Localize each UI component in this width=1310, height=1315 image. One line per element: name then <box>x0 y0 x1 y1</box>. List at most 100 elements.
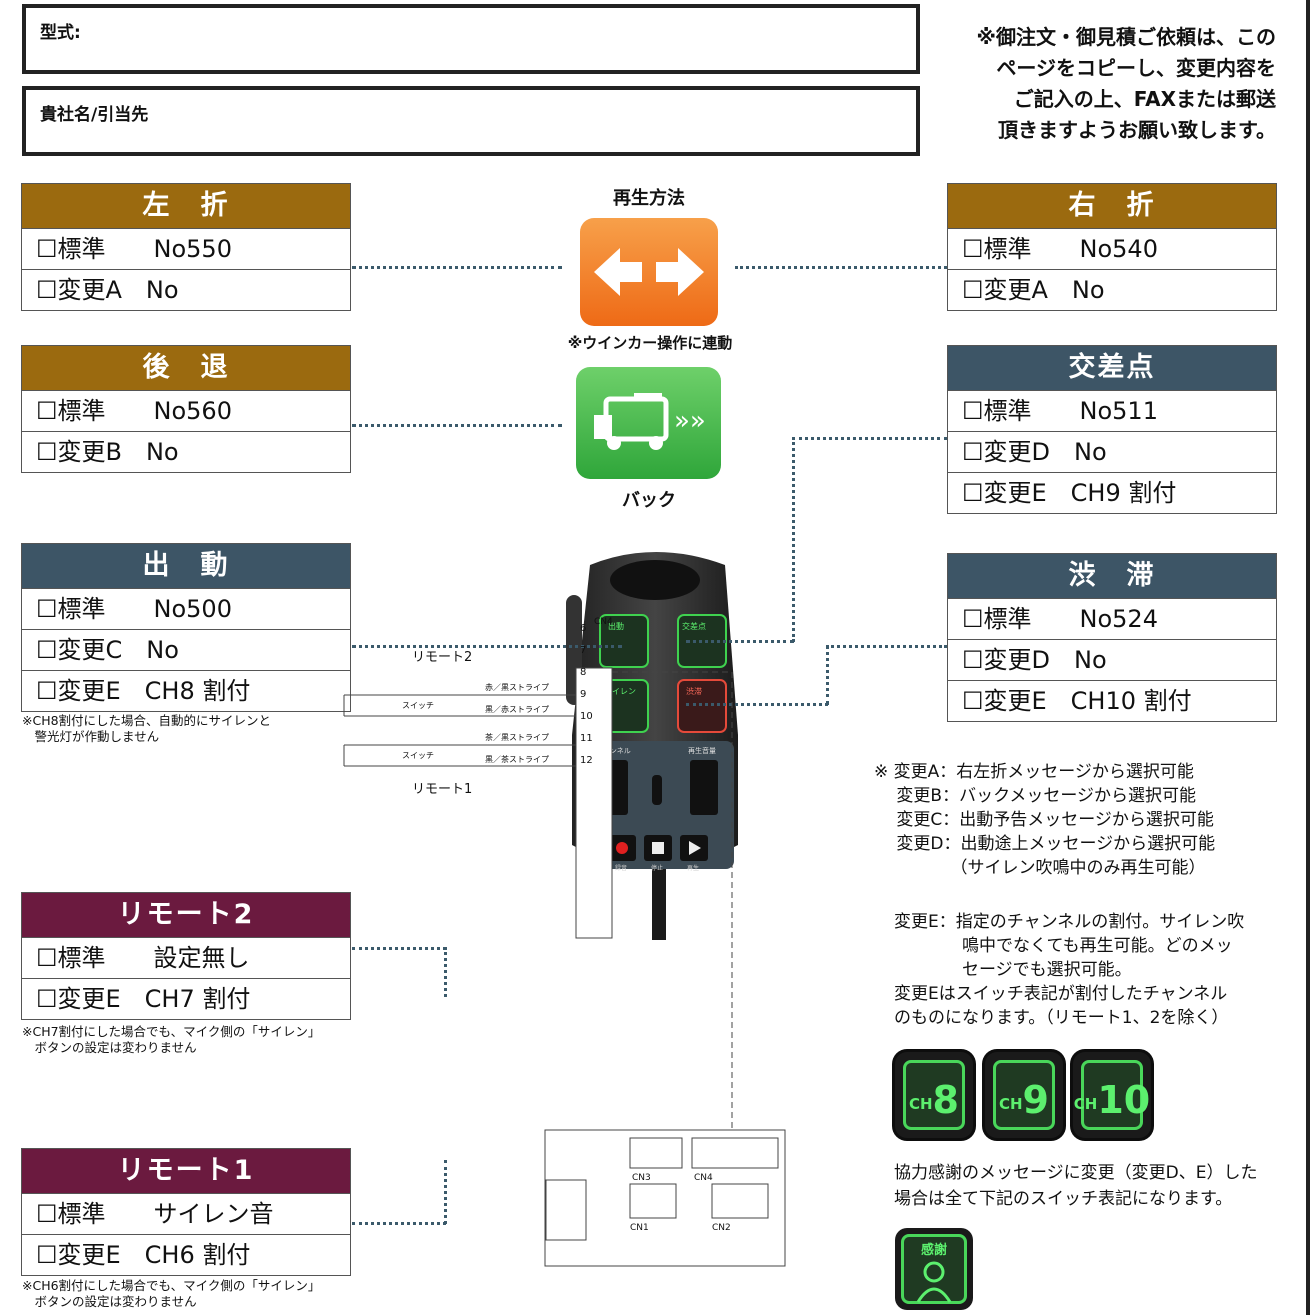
table-row[interactable]: ☐標準 No560 <box>22 390 350 431</box>
table-title: 渋 滞 <box>948 554 1276 598</box>
connector-line <box>735 266 947 269</box>
dispatch-note: ※CH8割付にした場合、自動的にサイレンと 警光灯が作動しません <box>22 713 272 744</box>
back-icon: »» <box>576 367 721 479</box>
company-label: 貴社名/引当先 <box>40 105 149 125</box>
right-turn-table: 右 折 ☐標準 No540 ☐変更A No <box>947 183 1277 311</box>
connector-line <box>352 266 562 269</box>
table-row[interactable]: ☐変更E CH9 割付 <box>948 472 1276 513</box>
connector-label: CN4 <box>594 617 613 627</box>
table-row[interactable]: ☐標準 No511 <box>948 390 1276 431</box>
pin-number: 8 <box>580 667 587 678</box>
connector-line <box>826 645 829 705</box>
winker-icon <box>580 218 718 326</box>
connector-line <box>686 703 828 706</box>
pin-number: 10 <box>580 711 593 722</box>
svg-text:»»: »» <box>674 406 706 436</box>
table-row[interactable]: ☐変更B No <box>22 431 350 472</box>
wire-label: 黒／赤ストライプ <box>485 705 549 714</box>
table-row[interactable]: ☐変更A No <box>948 269 1276 310</box>
table-row[interactable]: ☐変更E CH8 割付 <box>22 670 350 711</box>
mic-btn-intersection[interactable]: 交差点 <box>682 622 706 631</box>
table-title: 後 退 <box>22 346 350 390</box>
model-label: 型式: <box>40 23 81 43</box>
table-title: 交差点 <box>948 346 1276 390</box>
notice-line: 頂きますようお願い致します。 <box>998 118 1276 142</box>
mic-btn-congestion[interactable]: 渋滞 <box>686 687 702 696</box>
connector-label: CN3 <box>632 1173 651 1183</box>
model-field[interactable]: 型式: <box>22 4 920 74</box>
switch-label: スイッチ <box>402 751 434 760</box>
wiring-remote2-label: リモート2 <box>412 650 473 665</box>
table-row[interactable]: ☐標準 設定無し <box>22 937 350 978</box>
remote2-table: リモート2 ☐標準 設定無し ☐変更E CH7 割付 <box>21 892 351 1020</box>
table-row[interactable]: ☐標準 No500 <box>22 588 350 629</box>
company-field[interactable]: 貴社名/引当先 <box>22 86 920 156</box>
remote1-table: リモート1 ☐標準 サイレン音 ☐変更E CH6 割付 <box>21 1148 351 1276</box>
play-method-title: 再生方法 <box>613 188 685 209</box>
wire-label: 茶／黒ストライプ <box>485 733 549 742</box>
page-right-border <box>1306 0 1310 1315</box>
notice-line: ページをコピーし、変更内容を <box>996 56 1276 80</box>
table-row[interactable]: ☐標準 No524 <box>948 598 1276 639</box>
pin-number: 6 <box>580 623 587 634</box>
mic-volume-label: 再生音量 <box>688 747 716 755</box>
table-row[interactable]: ☐変更E CH6 割付 <box>22 1234 350 1275</box>
ch-number: 8 <box>932 1078 959 1122</box>
table-row[interactable]: ☐標準 サイレン音 <box>22 1193 350 1234</box>
remote2-note: ※CH7割付にした場合でも、マイク側の「サイレン」 ボタンの設定は変わりません <box>22 1024 321 1055</box>
table-row[interactable]: ☐変更D No <box>948 431 1276 472</box>
intersection-table: 交差点 ☐標準 No511 ☐変更D No ☐変更E CH9 割付 <box>947 345 1277 514</box>
mic-channel-label: チャンネル <box>596 747 631 755</box>
table-row[interactable]: ☐変更E CH7 割付 <box>22 978 350 1019</box>
dispatch-table: 出 動 ☐標準 No500 ☐変更C No ☐変更E CH8 割付 <box>21 543 351 712</box>
pin-number: 9 <box>580 689 587 700</box>
table-row[interactable]: ☐変更E CH10 割付 <box>948 680 1276 721</box>
table-row[interactable]: ☐変更A No <box>22 269 350 310</box>
pin-number: 12 <box>580 755 593 766</box>
mic-record-label: 録音 <box>615 865 628 872</box>
connector-line <box>352 1222 446 1225</box>
table-row[interactable]: ☐変更C No <box>22 629 350 670</box>
wire-label: 赤／黒ストライプ <box>485 683 549 692</box>
mic-play-label: 再生 <box>687 865 700 872</box>
connector-line <box>352 424 562 427</box>
notice-line: ご記入の上、FAXまたは郵送 <box>1013 87 1276 111</box>
connector-label: CN2 <box>712 1223 731 1233</box>
thanks-icon: 感謝 <box>895 1228 973 1310</box>
connector-line <box>826 645 947 648</box>
congestion-table: 渋 滞 ☐標準 No524 ☐変更D No ☐変更E CH10 割付 <box>947 553 1277 722</box>
notice-line: ※御注文・御見積ご依頼は、この <box>976 25 1276 49</box>
connector-line <box>352 645 622 648</box>
thanks-label: 感謝 <box>920 1243 947 1258</box>
table-row[interactable]: ☐変更D No <box>948 639 1276 680</box>
connector-label: CN4 <box>694 1173 713 1183</box>
back-label: バック <box>622 490 676 511</box>
order-notice: ※御注文・御見積ご依頼は、この ページをコピーし、変更内容を ご記入の上、FAX… <box>936 22 1276 146</box>
mic-btn-dispatch[interactable]: 出動 <box>608 622 624 631</box>
reverse-table: 後 退 ☐標準 No560 ☐変更B No <box>21 345 351 473</box>
change-e-legend: 変更E：指定のチャンネルの割付。サイレン吹 鳴中でなくても再生可能。どのメッ セ… <box>894 912 1245 1028</box>
table-title: 出 動 <box>22 544 350 588</box>
mic-btn-siren[interactable]: サイレン <box>604 687 636 696</box>
connector-line <box>444 1160 447 1224</box>
connector-label: CN1 <box>630 1223 649 1233</box>
table-title: 左 折 <box>22 184 350 228</box>
remote1-note: ※CH6割付にした場合でも、マイク側の「サイレン」 ボタンの設定は変わりません <box>22 1278 321 1309</box>
connector-line <box>686 640 794 643</box>
wiring-remote1-label: リモート1 <box>412 782 473 797</box>
winker-note: ※ウインカー操作に連動 <box>567 334 733 352</box>
pin-number: 7 <box>580 645 587 656</box>
ch-number: 9 <box>1022 1078 1049 1122</box>
table-row[interactable]: ☐標準 No550 <box>22 228 350 269</box>
pin-list: 6 7 8 9 10 11 12 <box>580 618 593 772</box>
connector-line <box>352 947 446 950</box>
connector-line <box>792 437 947 440</box>
ch-prefix: CH <box>1073 1095 1098 1113</box>
change-legend: ※ 変更A：右左折メッセージから選択可能 変更B：バックメッセージから選択可能 … <box>874 762 1216 878</box>
table-row[interactable]: ☐標準 No540 <box>948 228 1276 269</box>
ch-number: 10 <box>1097 1078 1151 1122</box>
pin-number: 11 <box>580 733 593 744</box>
